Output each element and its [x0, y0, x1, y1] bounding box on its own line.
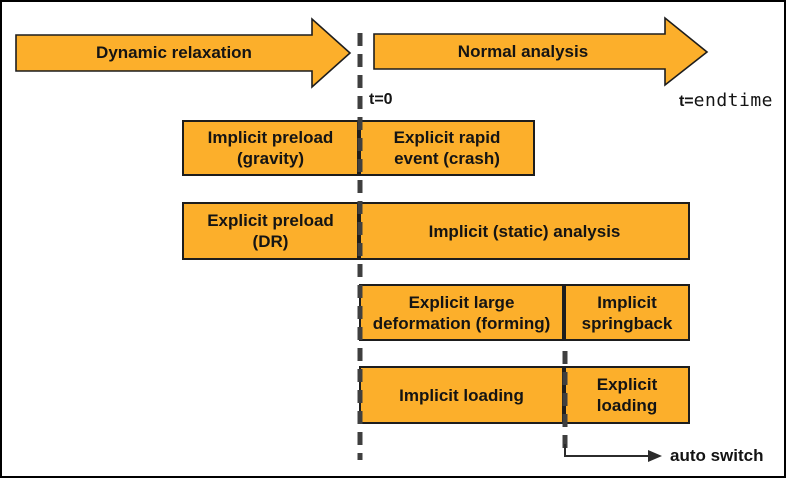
box-implicit-springback: Implicit springback [564, 284, 690, 341]
t-endtime-label: t=endtime [679, 90, 773, 111]
normal-analysis-label: Normal analysis [457, 42, 589, 61]
box-implicit-preload-gravity: Implicit preload (gravity) [182, 120, 359, 176]
auto-switch-label: auto switch [670, 446, 764, 465]
t-endtime-prefix: t= [678, 93, 694, 110]
normal-analysis-arrow-icon [373, 16, 709, 87]
box-label-line: (gravity) [236, 149, 305, 168]
box-label-line: Implicit [597, 292, 657, 312]
box-label-line: Implicit loading [399, 385, 524, 405]
t-endtime-value: endtime [693, 90, 773, 111]
box-label-line: Explicit [596, 375, 658, 394]
box-implicit-static-analysis: Implicit (static) analysis [359, 202, 690, 260]
box-implicit-loading: Implicit loading [359, 366, 564, 424]
box-label-line: Implicit (static) analysis [428, 221, 621, 241]
box-label-line: Explicit preload [207, 211, 334, 230]
box-explicit-loading: Explicit loading [564, 366, 690, 424]
box-label-line: loading [596, 396, 658, 415]
box-label-line: (DR) [252, 232, 289, 251]
box-label-line: springback [581, 313, 673, 333]
box-label-line: Implicit preload [207, 128, 334, 147]
box-label-line: deformation (forming) [372, 313, 551, 333]
box-label-line: Explicit rapid [393, 128, 501, 147]
dynamic-relaxation-arrow-icon [15, 17, 352, 89]
dynamic-relaxation-label: Dynamic relaxation [96, 43, 252, 62]
box-label-line: Explicit large [408, 292, 515, 312]
t-zero-label: t=0 [369, 91, 393, 108]
box-label-line: event (crash) [394, 149, 500, 168]
box-explicit-rapid-event: Explicit rapid event (crash) [359, 120, 535, 176]
box-explicit-large-deformation: Explicit large deformation (forming) [359, 284, 564, 341]
box-explicit-preload-dr: Explicit preload (DR) [182, 202, 359, 260]
